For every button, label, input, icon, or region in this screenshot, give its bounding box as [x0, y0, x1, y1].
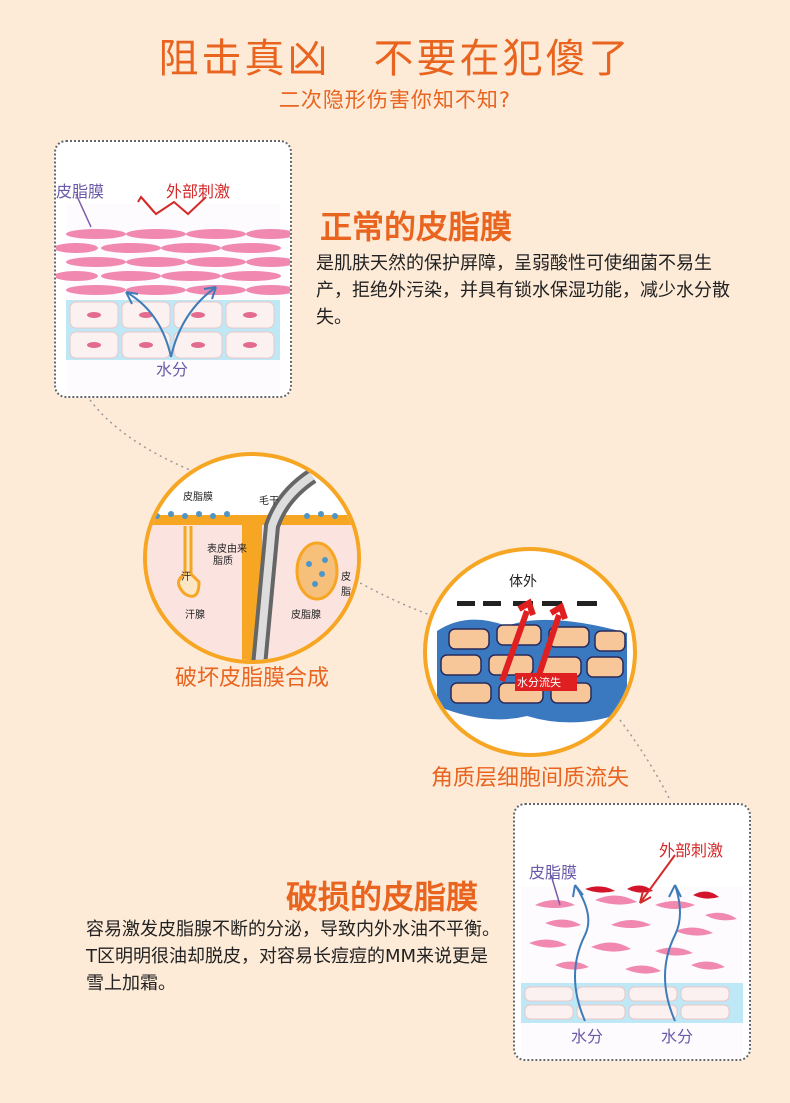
synthesis-circle: 皮脂膜 毛干 表皮由来 脂质 汗 汗腺 皮脂 皮脂腺	[143, 452, 361, 664]
damaged-water-left-label: 水分	[571, 1027, 604, 1046]
gland-sweat-gland-label: 汗腺	[185, 610, 205, 621]
water-label: 水分	[156, 360, 189, 379]
damaged-stimulus-label: 外部刺激	[659, 841, 724, 860]
page-subtitle: 二次隐形伤害你知不知?	[278, 88, 512, 112]
stratum-caption: 角质层细胞间质流失	[430, 766, 629, 791]
damaged-membrane-label: 皮脂膜	[529, 863, 578, 882]
normal-membrane-text: 是肌肤天然的保护屏障，呈弱酸性可使细菌不易生产，拒绝外污染，并具有锁水保湿功能，…	[316, 253, 730, 328]
stratum-diagram	[437, 598, 627, 723]
stratum-circle: 体外 水分流失	[423, 547, 637, 757]
gland-hair-label: 毛干	[259, 496, 279, 507]
gland-sebaceous-label: 皮脂	[341, 572, 351, 598]
skin-gland-diagram	[147, 469, 357, 660]
gland-sweat-label: 汗	[181, 572, 191, 583]
normal-membrane-diagram	[56, 193, 290, 394]
gland-sebaceous-gland-label: 皮脂腺	[291, 610, 321, 621]
synthesis-caption: 破坏皮脂膜合成	[174, 666, 329, 691]
water-loss-label: 水分流失	[517, 676, 561, 689]
gland-epidermal-label: 表皮由来	[207, 544, 247, 555]
page-title: 阻击真凶 不要在犯傻了	[158, 36, 632, 82]
normal-membrane-title: 正常的皮脂膜	[320, 208, 513, 246]
gland-membrane-label: 皮脂膜	[183, 492, 213, 503]
damaged-water-right-label: 水分	[661, 1027, 694, 1046]
gland-lipid-label: 脂质	[213, 556, 233, 567]
damaged-membrane-text: 容易激发皮脂腺不断的分泌，导致内外水油不平衡。T区明明很油却脱皮，对容易长痘痘的…	[86, 919, 500, 994]
damaged-membrane-diagram	[521, 854, 743, 1057]
stimulus-label: 外部刺激	[166, 182, 231, 201]
normal-membrane-card: 皮脂膜 外部刺激 水分	[54, 140, 292, 398]
outside-label: 体外	[509, 574, 537, 590]
membrane-label: 皮脂膜	[56, 182, 105, 201]
damaged-membrane-card: 皮脂膜 外部刺激 水分 水分	[513, 803, 751, 1061]
damaged-membrane-title: 破损的皮脂膜	[286, 878, 479, 916]
